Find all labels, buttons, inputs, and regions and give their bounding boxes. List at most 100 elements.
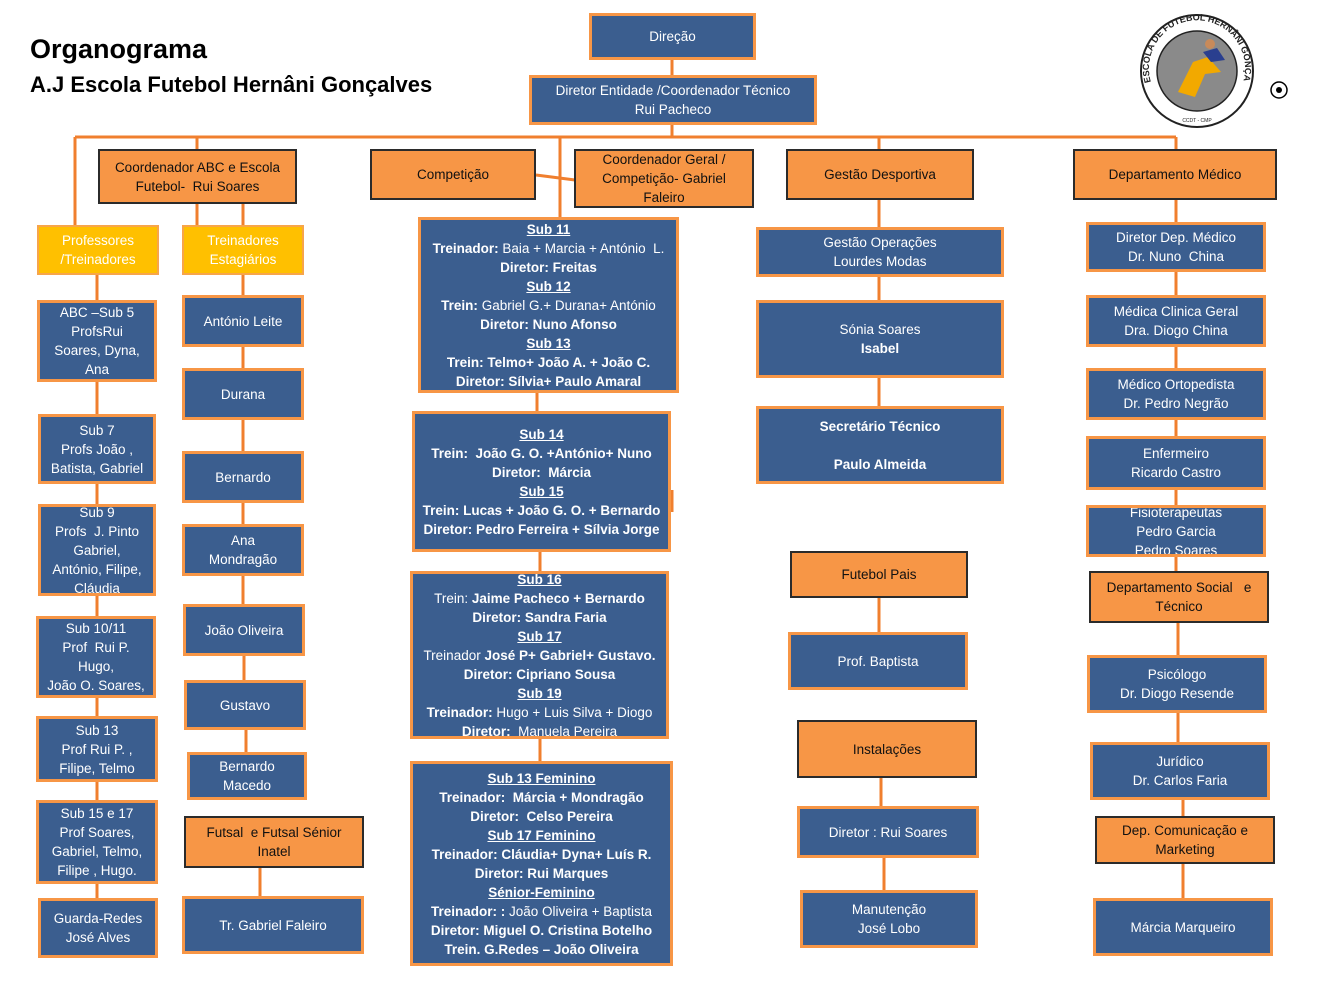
box-line: Diretor: Márcia bbox=[492, 463, 591, 482]
box-line: Diretor Dep. Médico bbox=[1116, 228, 1236, 247]
bold-text: Treinador: bbox=[426, 704, 493, 720]
box-line: Secretário Técnico bbox=[820, 417, 941, 436]
org-box-futebol-pais: Futebol Pais bbox=[790, 551, 968, 598]
text: Sub 10/11 bbox=[65, 621, 127, 636]
box-line: ProfsRui bbox=[71, 322, 123, 341]
box-line: Fisioterapeutas bbox=[1130, 508, 1222, 522]
org-box-bernardo: Bernardo bbox=[182, 451, 304, 503]
section-heading: Sub 17 Feminino bbox=[487, 827, 596, 843]
text: Diretor Entidade /Coordenador Técnico bbox=[555, 83, 791, 98]
box-line: Departamento Social e bbox=[1107, 578, 1252, 597]
bold-text: Diretor: Rui Marques bbox=[474, 865, 609, 881]
bold-text: Trein: Telmo+ João A. + João C. bbox=[446, 354, 651, 370]
text: Sub 15 e 17 bbox=[60, 806, 134, 821]
bold-text: Isabel bbox=[860, 341, 900, 356]
box-line: Futsal e Futsal Sénior bbox=[206, 823, 341, 842]
box-line: Manutenção bbox=[852, 900, 926, 919]
text: Sónia Soares bbox=[839, 322, 921, 337]
box-line: Diretor: Sandra Faria bbox=[472, 608, 606, 627]
box-line: ABC –Sub 5 bbox=[60, 303, 134, 322]
text: Competição bbox=[416, 167, 490, 182]
org-box-departamento-medico: Departamento Médico bbox=[1073, 149, 1277, 200]
box-line: Trein: João G. O. +António+ Nuno bbox=[431, 444, 652, 463]
text: Profs J. Pinto bbox=[54, 523, 140, 539]
text: Dr. Carlos Faria bbox=[1132, 773, 1228, 788]
box-line: Pedro Garcia bbox=[1136, 522, 1216, 541]
section-heading: Sub 11 bbox=[526, 221, 571, 237]
box-line: Filipe, Telmo bbox=[59, 759, 135, 778]
bold-text: Diretor: Nuno Afonso bbox=[480, 316, 617, 332]
section-heading: Sub 19 bbox=[517, 685, 562, 701]
box-line: Sub 15 bbox=[519, 482, 563, 501]
box-line: Dr. Nuno China bbox=[1128, 247, 1224, 266]
box-line: Pedro Soares bbox=[1135, 541, 1218, 555]
text: Instalações bbox=[852, 741, 922, 757]
box-line: Filipe , Hugo. bbox=[57, 861, 137, 880]
text: Durana bbox=[220, 386, 266, 402]
section-heading: Sub 13 bbox=[526, 335, 571, 351]
text: Futebol- Rui Soares bbox=[135, 178, 260, 194]
org-box-secretario-tecnico: Secretário Técnico Paulo Almeida bbox=[756, 406, 1004, 484]
box-line: Ricardo Castro bbox=[1131, 463, 1221, 482]
text: Professores bbox=[61, 233, 135, 248]
box-line: Guarda-Redes bbox=[54, 909, 143, 928]
box-line: Diretor: Celso Pereira bbox=[470, 807, 613, 826]
box-line: Tr. Gabriel Faleiro bbox=[219, 916, 327, 935]
text: Márcia Marqueiro bbox=[1130, 919, 1236, 935]
text: António Leite bbox=[203, 313, 283, 329]
text: Prof Rui P. bbox=[62, 640, 130, 655]
org-box-instalacoes: Instalações bbox=[797, 720, 977, 778]
box-line: Diretor: Freitas bbox=[500, 258, 597, 277]
bold-text: Diretor: Celso Pereira bbox=[470, 808, 613, 824]
box-line: Faleiro bbox=[643, 188, 684, 206]
box-line: Coordenador ABC e Escola bbox=[115, 158, 280, 177]
text: Sub 7 bbox=[79, 422, 115, 438]
box-line: Sub 15 e 17 bbox=[61, 804, 134, 823]
text: Jurídico bbox=[1156, 754, 1204, 769]
box-line: Sónia Soares bbox=[839, 320, 920, 339]
org-box-professores: Professores/Treinadores bbox=[37, 225, 159, 275]
org-box-direcao: Direção bbox=[589, 13, 756, 60]
bold-text: Paulo Almeida bbox=[833, 456, 927, 472]
text: /Treinadores bbox=[60, 252, 136, 267]
box-line: Prof Soares, bbox=[59, 823, 134, 842]
box-line: Hugo, bbox=[78, 657, 114, 676]
bold-text: Diretor: Miguel O. Cristina Botelho bbox=[430, 922, 653, 938]
box-line: Treinador: Baia + Marcia + António L. bbox=[433, 239, 665, 258]
box-line: Sub 14 bbox=[519, 425, 563, 444]
box-line: Enfermeiro bbox=[1143, 444, 1209, 463]
text: Marketing bbox=[1155, 842, 1215, 857]
text: Gestão Desportiva bbox=[824, 167, 936, 182]
box-line: Inatel bbox=[257, 842, 290, 861]
text: Prof. Baptista bbox=[837, 653, 919, 669]
bold-text: Treinador: Cláudia+ Dyna+ Luís R. bbox=[431, 846, 652, 862]
page-title: Organograma bbox=[30, 34, 208, 64]
section-heading: Sub 16 bbox=[517, 571, 562, 587]
text: João O. Soares, bbox=[47, 678, 145, 693]
box-line: Sub 7 bbox=[79, 421, 114, 440]
text: Mondragão bbox=[208, 552, 278, 567]
box-line: Competição bbox=[417, 165, 489, 184]
box-line: Treinador: Márcia + Mondragão bbox=[439, 788, 643, 807]
text: Guarda-Redes bbox=[53, 911, 143, 926]
text: Hugo, bbox=[77, 659, 115, 674]
box-line: Rui Pacheco bbox=[635, 100, 712, 119]
text: Gestão Operações bbox=[823, 235, 937, 250]
org-box-tr-gabriel-faleiro: Tr. Gabriel Faleiro bbox=[182, 896, 364, 954]
text: Dra. Diogo China bbox=[1124, 323, 1228, 338]
box-line: João O. Soares, bbox=[47, 676, 145, 695]
bold-text: Diretor: Sandra Faria bbox=[472, 609, 607, 625]
box-line: Diretor: Sílvia+ Paulo Amaral bbox=[456, 372, 641, 391]
